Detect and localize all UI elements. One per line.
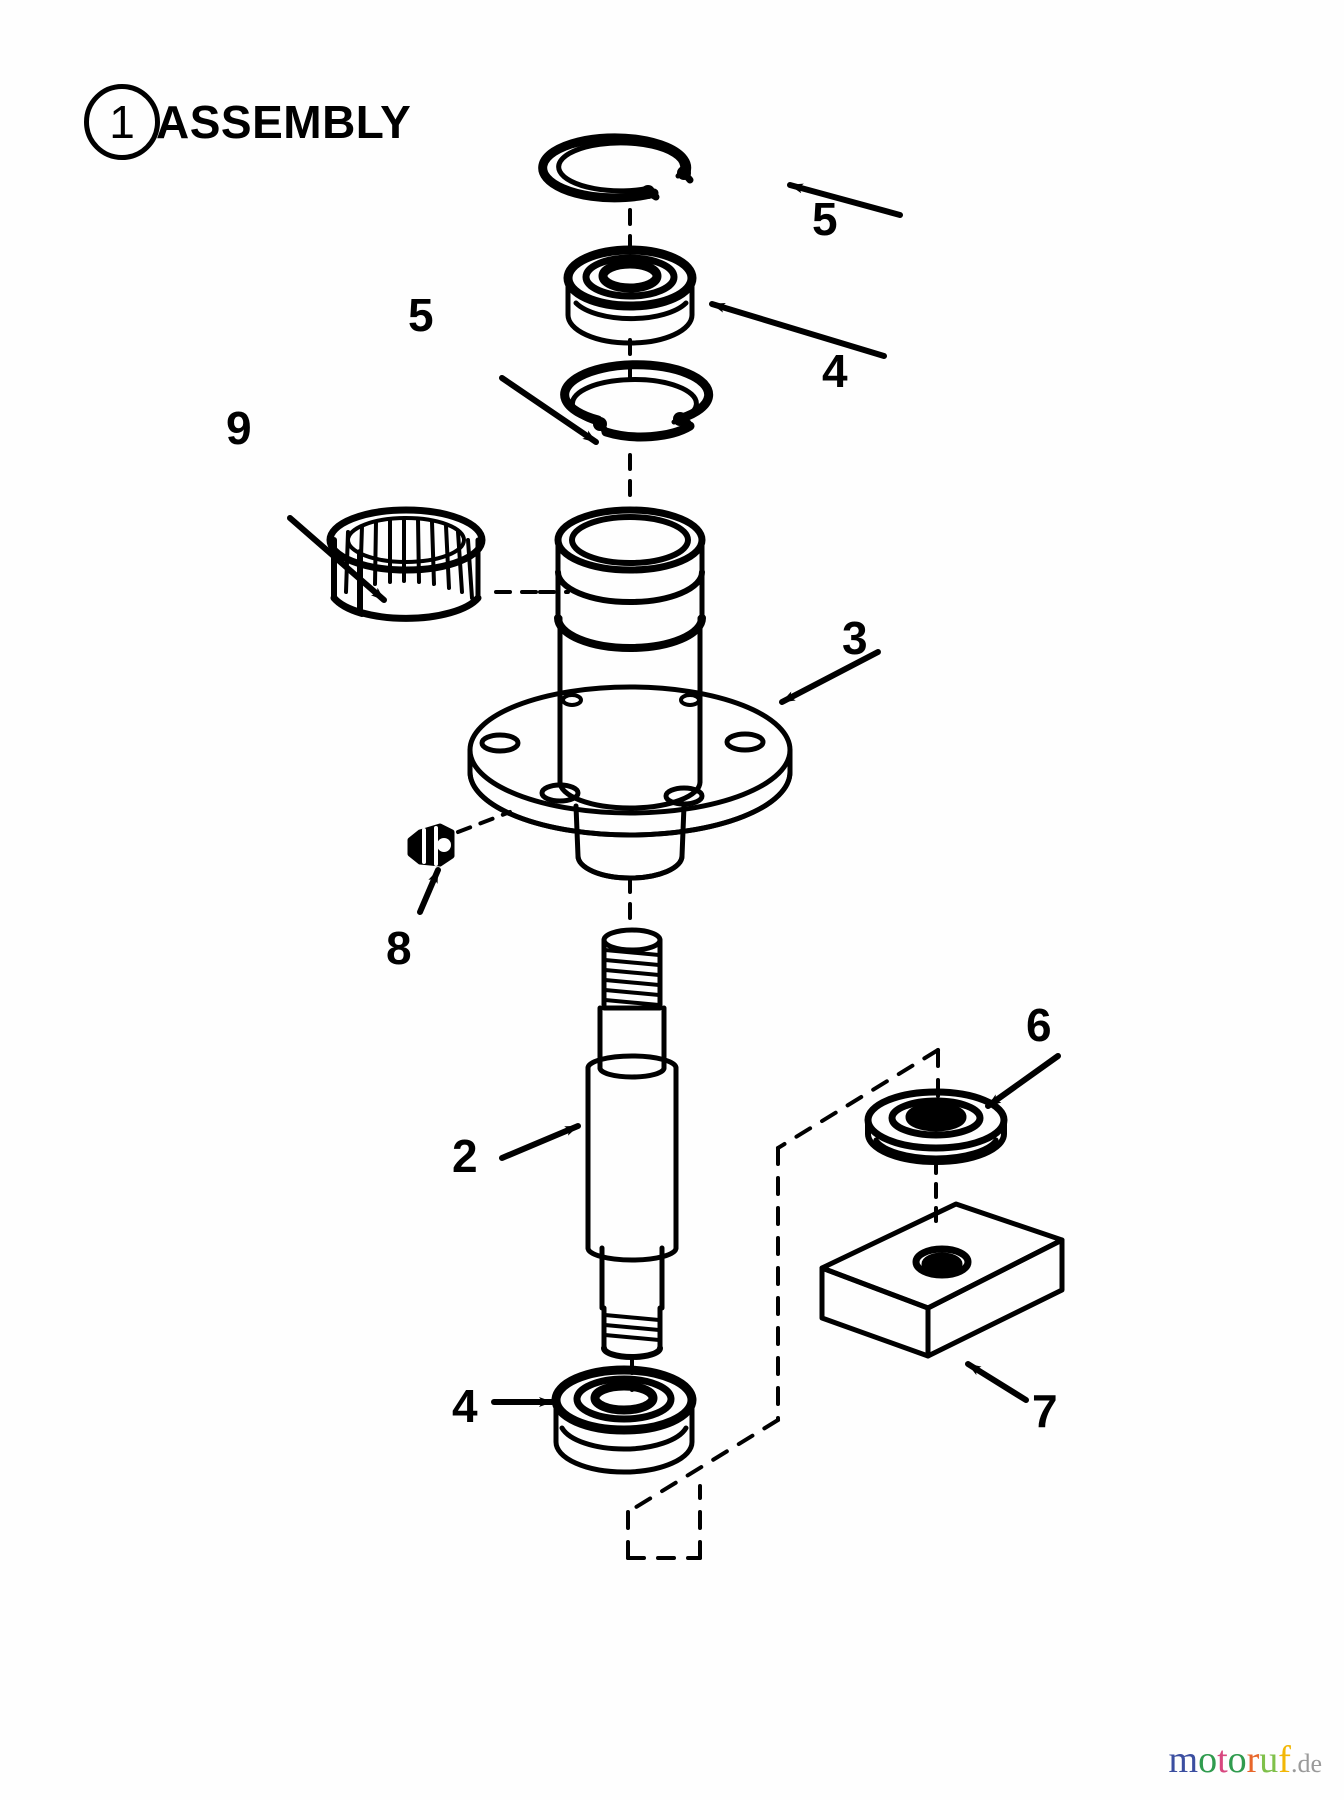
- leader-callout-7: [965, 1361, 1029, 1403]
- part-flanged-washer: [864, 1088, 1008, 1165]
- leader-callout-9: [287, 515, 387, 603]
- callout-7[interactable]: 7: [1032, 1385, 1058, 1437]
- callout-8[interactable]: 8: [386, 922, 412, 974]
- part-upper-snap-ring: [538, 133, 694, 203]
- part-grease-fitting: [407, 823, 455, 867]
- watermark-letter-o2: o: [1227, 1739, 1247, 1781]
- callout-6[interactable]: 6: [1026, 999, 1052, 1051]
- watermark-letter-u: u: [1259, 1739, 1279, 1781]
- part-needle-bearing: [326, 506, 486, 622]
- callout-4-bottom[interactable]: 4: [452, 1380, 478, 1432]
- callout-3[interactable]: 3: [842, 612, 868, 664]
- part-lower-ball-bearing: [551, 1365, 697, 1475]
- watermark-letter-m: m: [1168, 1739, 1199, 1781]
- watermark-letter-r: r: [1246, 1739, 1260, 1781]
- leader-callout-5-top: [787, 182, 903, 218]
- part-lower-snap-ring: [560, 360, 714, 442]
- leader-callout-6: [985, 1053, 1061, 1109]
- figure-number-circle: 1: [84, 84, 160, 160]
- callout-2[interactable]: 2: [452, 1130, 478, 1182]
- leader-callout-4-top: [709, 301, 887, 359]
- figure-title-block: 1 ASSEMBLY: [84, 84, 411, 160]
- leader-callout-8: [417, 867, 441, 915]
- part-mounting-plate: [819, 1201, 1065, 1359]
- callout-4-top[interactable]: 4: [822, 345, 848, 397]
- leader-callout-5-mid: [499, 375, 599, 445]
- part-spindle-shaft: [585, 927, 679, 1360]
- callout-5-mid[interactable]: 5: [408, 289, 434, 341]
- watermark-letter-t: t: [1217, 1739, 1228, 1781]
- motoruf-watermark: motoruf.de: [1169, 1738, 1322, 1782]
- leader-callout-2: [499, 1123, 581, 1161]
- watermark-letter-o1: o: [1198, 1739, 1218, 1781]
- watermark-letter-f: f: [1278, 1739, 1291, 1781]
- callout-9[interactable]: 9: [226, 402, 252, 454]
- callout-5-top[interactable]: 5: [812, 193, 838, 245]
- figure-number: 1: [109, 96, 135, 148]
- page-title: ASSEMBLY: [156, 96, 412, 148]
- part-upper-ball-bearing: [563, 245, 697, 346]
- part-spindle-housing: [467, 506, 793, 881]
- leader-callout-3: [779, 649, 881, 705]
- watermark-tld: .de: [1290, 1749, 1322, 1778]
